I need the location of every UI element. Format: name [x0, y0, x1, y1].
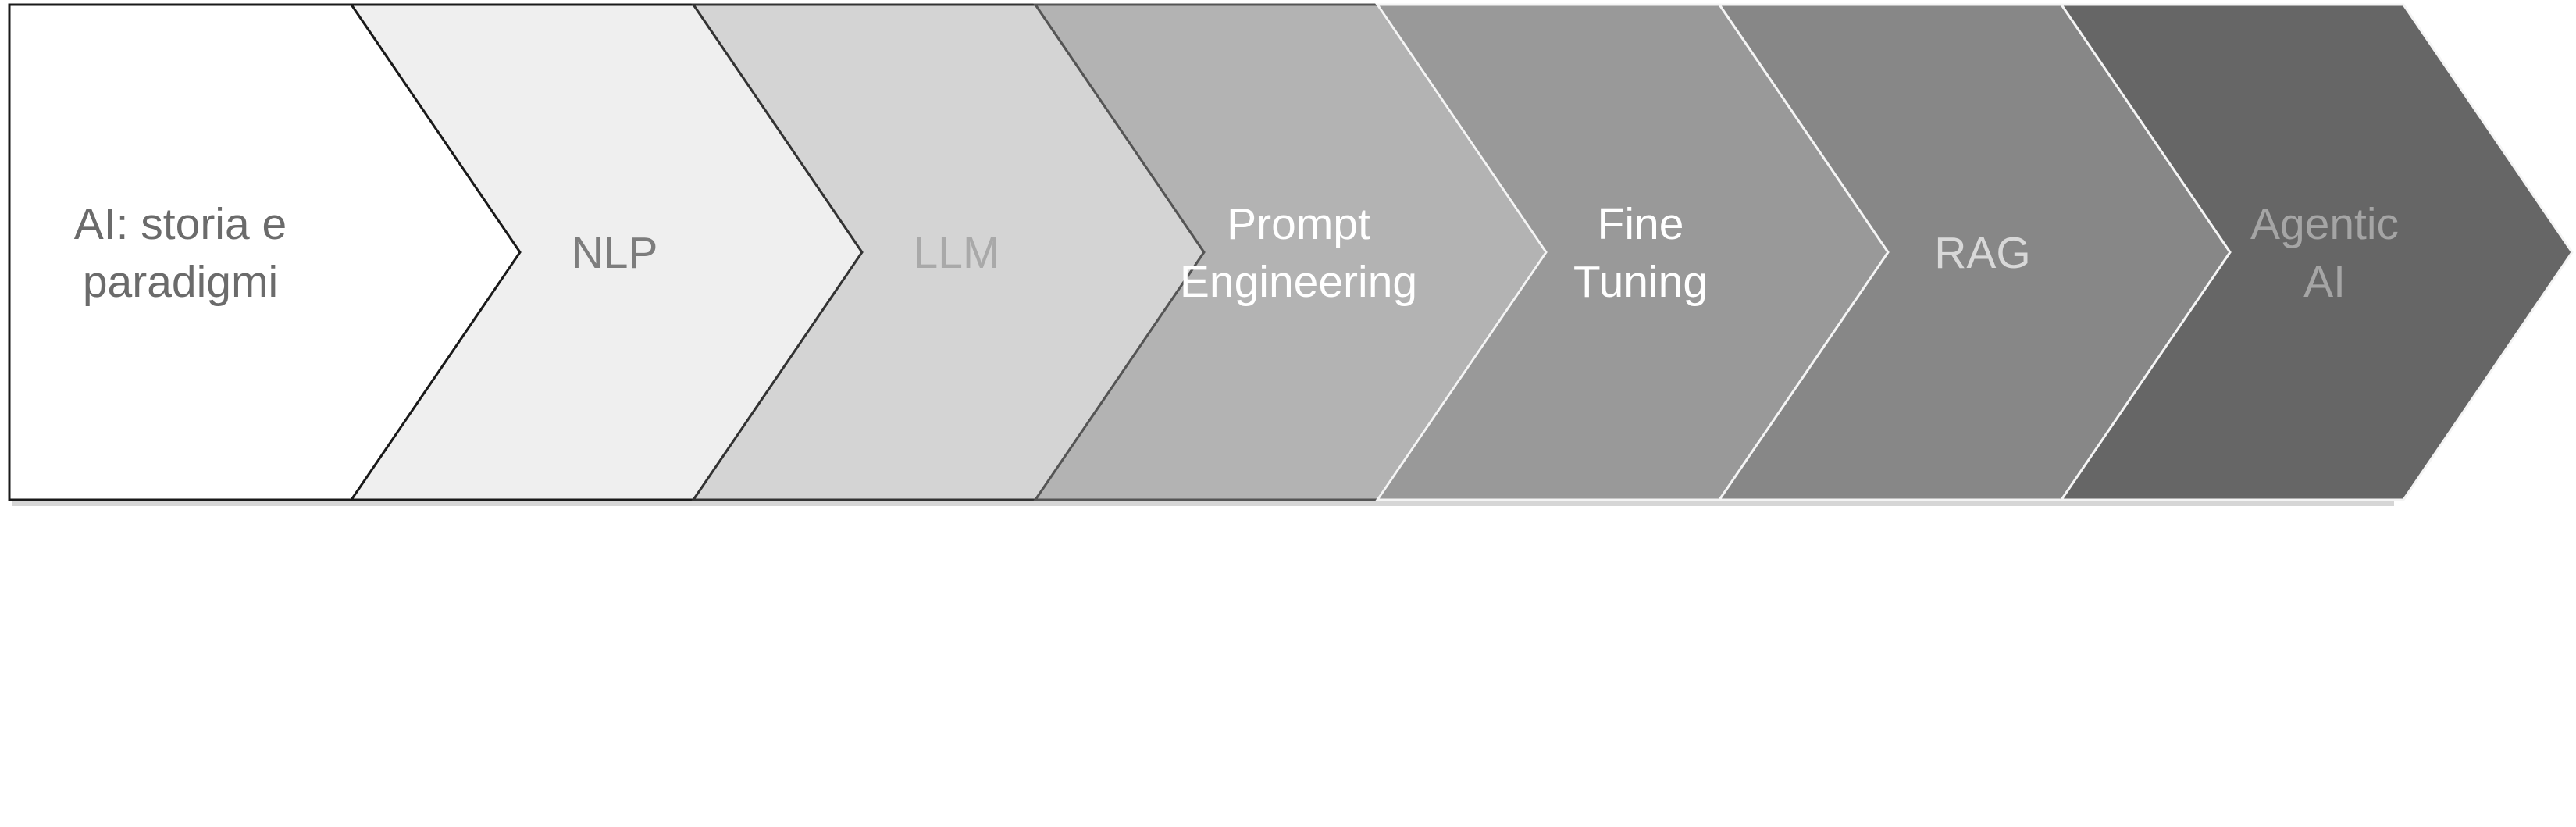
stage-label: Tuning	[1573, 257, 1708, 307]
stage-label: AI: storia e	[74, 199, 287, 249]
stage-label: Engineering	[1180, 257, 1417, 307]
stage-label: Agentic	[2250, 199, 2399, 249]
stage-label: AI	[2303, 257, 2346, 307]
stage-label: RAG	[1934, 228, 2031, 278]
diagram-shadow	[12, 501, 2394, 506]
stage-chevron: AI: storia e paradigmi	[8, 3, 522, 501]
stage-label: Prompt	[1227, 199, 1370, 249]
stage-label: LLM	[914, 228, 1000, 278]
stage-label: paradigmi	[83, 257, 278, 307]
stage-chevron: NLP	[349, 3, 864, 501]
stage-shape	[2059, 3, 2574, 501]
stage-label: NLP	[572, 228, 658, 278]
stages-layer: AI: storia e paradigmi NLP LLM PromptEnginee…	[8, 3, 2574, 506]
stage-label: Fine	[1598, 199, 1684, 249]
